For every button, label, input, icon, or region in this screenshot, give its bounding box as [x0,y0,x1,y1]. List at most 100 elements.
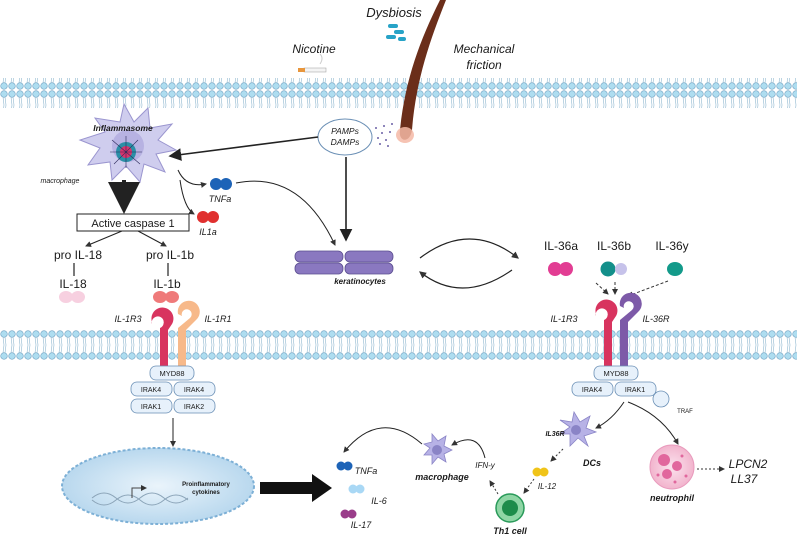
il1r1-label: IL-1R1 [204,314,231,324]
transcription-arrow-icon [131,485,147,498]
damps-label: DAMPs [331,137,361,147]
myd88-left-label: MYD88 [159,369,184,378]
il1r1-receptor-icon [177,300,200,368]
arrow-macrophage-to-tnfa [177,169,207,188]
mechanical-label: Mechanical [454,42,515,56]
traf-icon [652,390,670,408]
il36r-label: IL-36R [642,314,670,324]
il36y-label: IL-36y [655,239,688,253]
arrow-macrophage-to-cytokines [343,427,423,453]
il1r3-left-label: IL-1R3 [114,314,141,324]
arrow-pamps-to-macrophage [168,136,319,161]
ifny-label: IFN-y [475,461,496,470]
lpcn2-label: LPCN2 [729,457,768,471]
irak1-right-label: IRAK1 [625,387,645,394]
neutrophil-label: neutrophil [650,493,694,503]
cigarette-icon [298,53,327,73]
il6-output-icon [348,484,365,494]
ll37-label: LL37 [731,472,759,486]
irak2-left-box [173,398,216,414]
macrophage-small-icon [423,432,453,466]
arrow-il12-to-th1 [523,478,535,494]
arrow-il36a-to-receptor [595,282,609,295]
il1a-label: IL1a [199,227,217,237]
irak1-left-box [130,398,173,414]
il18-label: IL-18 [59,277,87,291]
il36a-molecule-icon [548,262,573,276]
upper-cell-membrane [0,78,797,108]
tnfa-output-icon [336,461,353,471]
il36r-small-label: IL36R [545,431,564,438]
hair-bulb-icon [396,127,414,143]
hair-follicle-icon [399,0,446,140]
il36r-receptor-icon [619,292,642,368]
il18-molecule-icon [59,291,85,303]
il1b-label: IL-1b [153,277,181,291]
friction-label: friction [466,58,502,72]
inflammasome-label: Inflammasome [93,123,153,133]
il1a-molecule-icon [197,211,219,223]
pamps-label: PAMPs [331,126,359,136]
lower-cell-membrane [0,330,797,360]
il17-output-icon [340,509,357,519]
irak4-left-label-a: IRAK4 [141,387,161,394]
dendritic-cell-icon [558,410,598,448]
arrow-dcs-to-il12 [550,448,564,462]
arrow-keratinocytes-to-il36 [419,238,519,259]
il1r3-right-receptor-icon [595,299,618,368]
il1b-molecule-icon [153,291,179,303]
dcs-label: DCs [583,458,601,468]
keratinocytes-icon [294,250,394,275]
irak4-left-box-b [173,381,216,397]
myd88-right-box [593,365,639,381]
nucleus-label-2: cytokines [192,490,220,496]
irak1-left-label: IRAK1 [141,404,161,411]
irak4-left-box-a [130,381,173,397]
il36a-label: IL-36a [544,239,578,253]
arrow-ifny-to-macrophage [451,439,486,459]
dysbiosis-label: Dysbiosis [366,5,422,20]
nucleus-icon [61,447,255,525]
pro-il18-label: pro IL-18 [54,248,102,262]
th1-label: Th1 cell [493,526,527,536]
nucleus-label-1: Proinflammatory [182,482,230,488]
tnfa-label: TNFa [209,194,232,204]
irak4-right-box [571,381,614,397]
th1-cell-icon [495,493,525,523]
irak4-right-label: IRAK4 [582,387,602,394]
active-caspase-box [76,213,190,232]
il17-output-label: IL-17 [351,520,373,530]
active-caspase-label: Active caspase 1 [91,218,174,230]
arrow-macrophage-to-il1a [179,179,195,215]
tnfa-molecule-icon [210,178,232,190]
danger-signal-dots-icon [375,123,393,147]
il12-molecule-icon [532,467,549,477]
il36b-label: IL-36b [597,239,631,253]
irak1-right-box [614,381,657,397]
dna-icon [91,492,189,506]
macrophage-inflammasome-icon [78,102,178,184]
arrow-il36-to-keratinocytes [419,269,513,289]
il1r3-receptor-icon [151,307,174,368]
myd88-left-box [149,365,195,381]
arrow-irak-to-neutrophil [627,401,679,445]
keratinocytes-label: keratinocytes [334,277,386,286]
neutrophil-icon [649,444,695,490]
il36b-molecule-icon [600,261,627,277]
nicotine-label: Nicotine [292,42,336,56]
irak4-left-label-b: IRAK4 [184,387,204,394]
il6-output-label: IL-6 [371,496,387,506]
myd88-right-label: MYD88 [603,369,628,378]
macrophage-bottom-label: macrophage [415,472,469,482]
pro-il1b-label: pro IL-1b [146,248,194,262]
arrow-tnfa-to-keratinocytes [235,180,336,246]
il1r3-right-label: IL-1R3 [550,314,577,324]
bacteria-icon [386,24,406,41]
big-arrow-to-cytokines [260,474,332,502]
arrow-irak-to-dcs [595,401,625,429]
arrow-caspase-to-il1b [137,230,167,247]
il36y-molecule-icon [667,262,683,276]
tnfa-output-label: TNFa [355,466,378,476]
traf-label: TRAF [677,409,693,415]
